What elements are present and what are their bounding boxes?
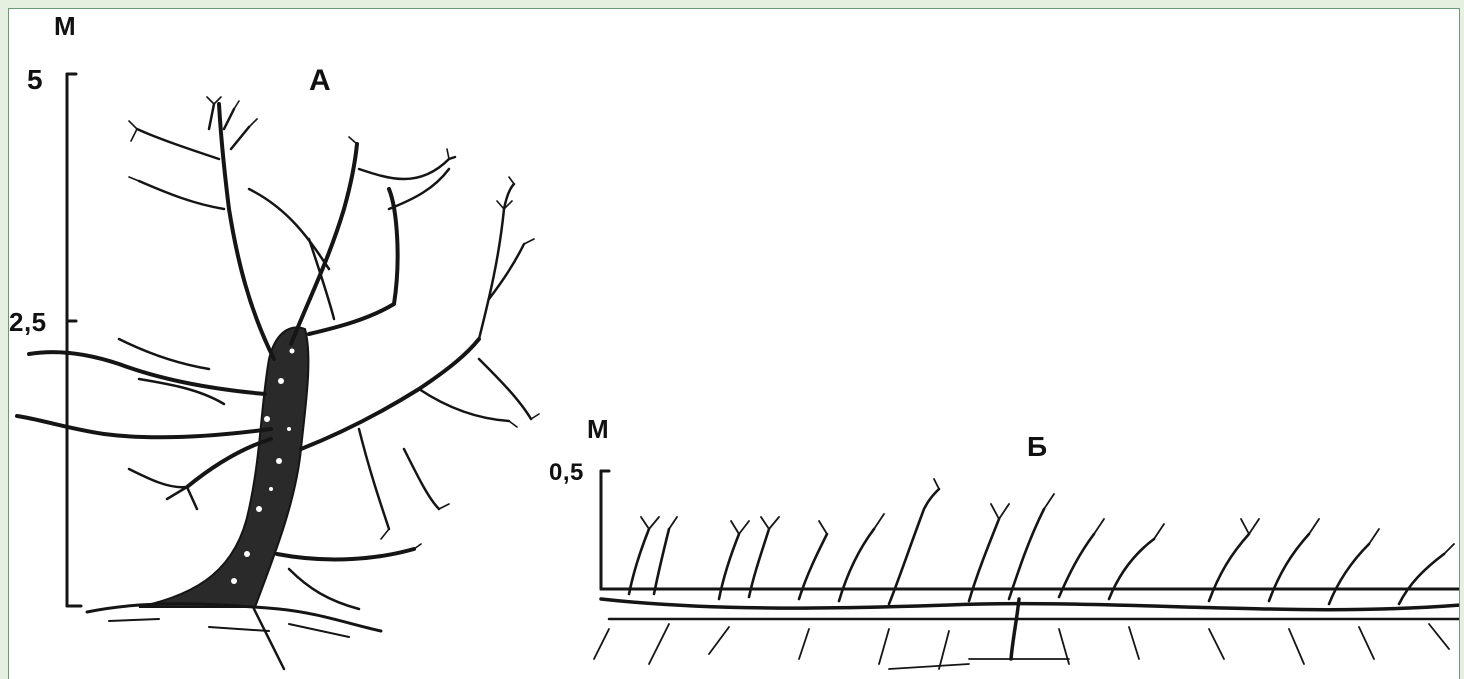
shrub-illustration [594, 479, 1460, 669]
figure-drawing [9, 9, 1460, 679]
figure-frame: М 5 2,5 А М 0,5 Б [8, 8, 1460, 679]
panel-a-scale-bar [67, 74, 81, 606]
tree-illustration [17, 97, 539, 669]
tree-trunk [139, 327, 308, 607]
